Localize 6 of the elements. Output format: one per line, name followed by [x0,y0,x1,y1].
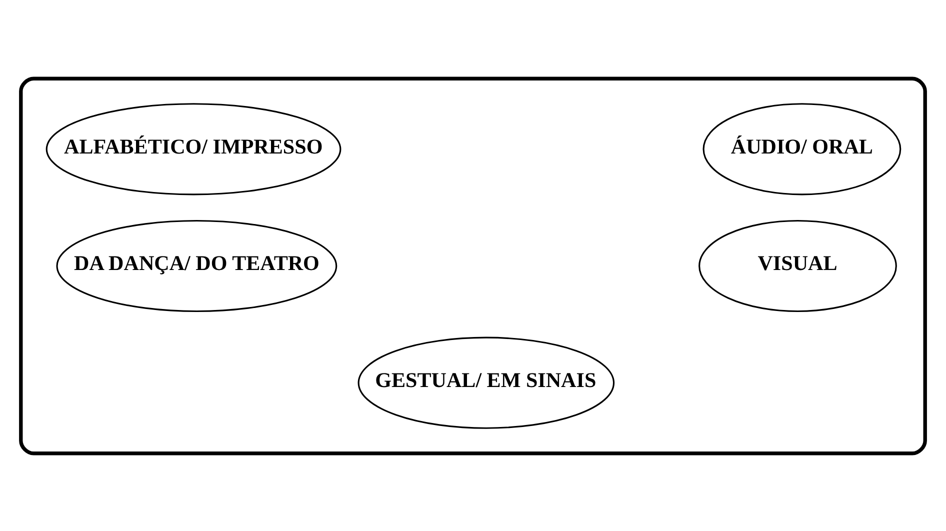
node-ellipse: DA DANÇA/ DO TEATRO [56,219,338,312]
node-ellipse: ALFABÉTICO/ IMPRESSO [46,102,342,195]
node-ellipse: VISUAL [698,219,897,312]
node-ellipse: ÁUDIO/ ORAL [702,102,902,195]
node-ellipse: GESTUAL/ EM SINAIS [358,336,615,428]
cluster [19,76,927,455]
